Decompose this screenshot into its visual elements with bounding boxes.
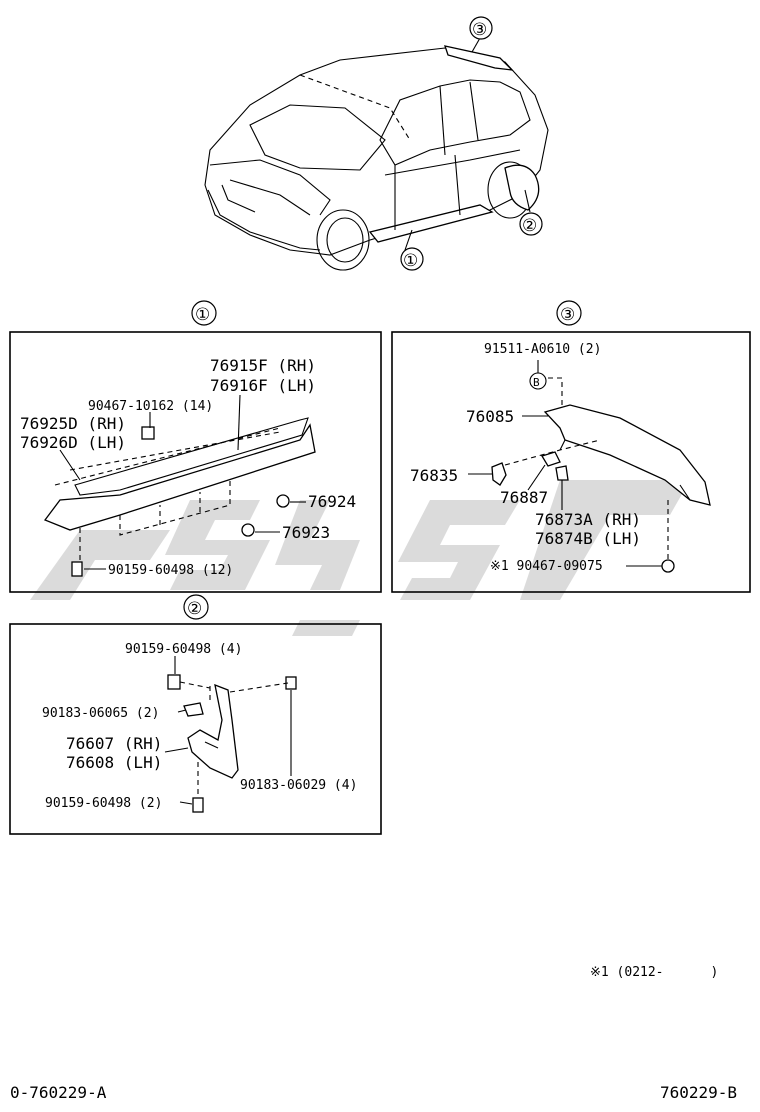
overview-callout-3-text: ③ bbox=[472, 20, 487, 40]
box2-callout-text: ② bbox=[187, 599, 202, 619]
overview-callout-2 bbox=[519, 212, 543, 236]
box1-callout-text: ① bbox=[195, 305, 210, 325]
box1-part-76923: 76923 bbox=[282, 523, 330, 542]
overview-callout-1-text: ① bbox=[403, 251, 418, 271]
box3-part-91511: 91511-A0610 (2) bbox=[484, 342, 601, 357]
box2-part-90183-06029: 90183-06029 (4) bbox=[240, 778, 357, 793]
box2-part-90183-06065: 90183-06065 (2) bbox=[42, 706, 159, 721]
box3-callout-text: ③ bbox=[560, 305, 575, 325]
box3-part-76873a: 76873A (RH) bbox=[535, 510, 641, 529]
box1-illustration bbox=[43, 394, 316, 577]
box3-b-mark: B bbox=[533, 376, 540, 389]
box3-part-76887: 76887 bbox=[500, 488, 548, 507]
overview-callout-2-text: ② bbox=[522, 216, 537, 236]
box2-part-90159-bottom: 90159-60498 (2) bbox=[45, 796, 162, 811]
box1-part-76924: 76924 bbox=[308, 492, 356, 511]
box3-callout-circle bbox=[556, 300, 582, 326]
box2-frame bbox=[9, 623, 382, 835]
box3-part-76874b: 76874B (LH) bbox=[535, 529, 641, 548]
box3-frame bbox=[391, 331, 751, 593]
box2-part-90159-top: 90159-60498 (4) bbox=[125, 642, 242, 657]
box2-part-76608: 76608 (LH) bbox=[66, 753, 162, 772]
box1-part-76925d: 76925D (RH) bbox=[20, 414, 126, 433]
car-overview-illustration bbox=[204, 37, 549, 271]
box1-part-76916f: 76916F (LH) bbox=[210, 376, 316, 395]
box2-part-76607: 76607 (RH) bbox=[66, 734, 162, 753]
footer-right-code: 760229-B bbox=[660, 1083, 737, 1102]
box1-callout-circle bbox=[191, 300, 217, 326]
box3-part-76085: 76085 bbox=[466, 407, 514, 426]
box1-part-90467: 90467-10162 (14) bbox=[88, 399, 213, 414]
footnote: ※1 (0212- ) bbox=[590, 965, 718, 980]
box3-illustration bbox=[468, 360, 711, 573]
box1-part-76926d: 76926D (LH) bbox=[20, 433, 126, 452]
box2-illustration bbox=[164, 656, 297, 813]
overview-callout-1 bbox=[400, 247, 424, 271]
box1-frame bbox=[9, 331, 382, 593]
footer-left-code: 0-760229-A bbox=[10, 1083, 107, 1102]
box1-part-76915f: 76915F (RH) bbox=[210, 356, 316, 375]
box3-part-90467: ※1 90467-09075 bbox=[490, 559, 603, 574]
box2-callout-circle bbox=[183, 594, 209, 620]
overview-callout-3 bbox=[469, 16, 493, 40]
box3-part-76835: 76835 bbox=[410, 466, 458, 485]
box1-part-90159: 90159-60498 (12) bbox=[108, 563, 233, 578]
